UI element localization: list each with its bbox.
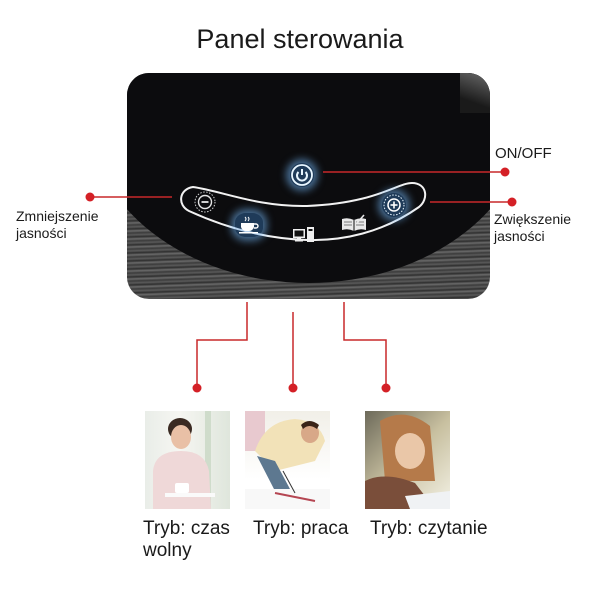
mode-label-leisure-line1: Tryb: czas [143,518,230,539]
reading-mode-button[interactable] [341,214,367,232]
man-illustration [245,411,330,509]
work-mode-button[interactable] [292,226,316,244]
page-title: Panel sterowania [196,24,404,54]
coffee-cup-icon [239,216,259,234]
on-off-label: ON/OFF [495,145,552,162]
computer-icon [293,227,314,242]
control-panel [127,73,490,299]
leisure-mode-button[interactable] [235,213,263,237]
woman-illustration [153,411,215,509]
button-outline-arc [180,181,427,242]
brightness-up-button[interactable] [382,193,406,217]
brightness-down-label-line2: jasności [16,225,67,241]
brightness-up-label-line1: Zwiększenie [494,211,572,227]
panel-face [127,73,490,283]
brightness-down-button[interactable] [194,191,216,213]
girl-illustration [365,414,450,509]
brightness-up-label: Zwiększenie jasności [494,211,571,245]
book-icon [342,214,366,231]
mode-label-leisure-line2: wolny [143,540,192,561]
photo-woman-with-coffee [145,411,230,509]
brightness-down-label: Zmniejszenie jasności [16,208,98,242]
mode-label-work: Tryb: praca [253,518,349,539]
photo-girl-reading [365,411,450,509]
brightness-down-label-line1: Zmniejszenie [16,208,99,224]
power-icon [291,164,313,186]
minus-circle-icon [194,191,216,213]
photo-man-painting [245,411,330,509]
brightness-up-label-line2: jasności [494,228,545,244]
mode-label-leisure: Tryb: czas wolny [143,518,230,562]
plus-circle-icon [383,194,405,216]
power-button[interactable] [290,163,314,187]
mode-label-reading: Tryb: czytanie [370,518,488,539]
